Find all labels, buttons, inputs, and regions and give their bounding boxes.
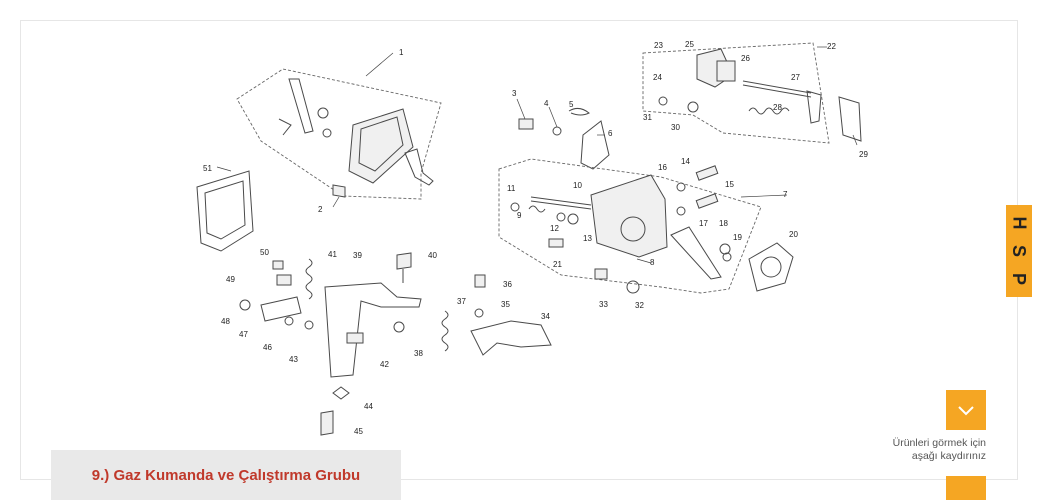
lever-47: [260, 296, 302, 322]
link-34: [470, 320, 552, 356]
parts-diagram: 1 2 3 4 5 6 7 8 9 10 11 12 13 14 15 16 1…: [20, 20, 1018, 480]
plate-6: [580, 120, 610, 170]
callout-6: 6: [608, 129, 613, 138]
callout-20: 20: [789, 230, 798, 239]
callout-2: 2: [318, 205, 323, 214]
callout-1: 1: [399, 48, 404, 57]
callout-27: 27: [791, 73, 800, 82]
section-title: 9.) Gaz Kumanda ve Çalıştırma Grubu: [91, 466, 361, 484]
callout-24: 24: [653, 73, 662, 82]
callout-3: 3: [512, 89, 517, 98]
callout-28: 28: [773, 103, 782, 112]
callout-30: 30: [671, 123, 680, 132]
bracket-39: [324, 282, 422, 378]
callout-8: 8: [650, 258, 655, 267]
callout-41: 41: [328, 250, 337, 259]
gasket-29: [838, 96, 862, 142]
scroll-hint-line-1: Ürünleri görmek için: [892, 437, 986, 449]
callout-7: 7: [783, 190, 788, 199]
brand-letter-h: H: [1009, 216, 1029, 230]
callout-42: 42: [380, 360, 389, 369]
gasket-20: [748, 242, 794, 292]
brand-letter-p: P: [1008, 272, 1029, 286]
callout-17: 17: [699, 219, 708, 228]
gasket-51: [196, 170, 254, 252]
callout-21: 21: [553, 260, 562, 269]
callout-38: 38: [414, 349, 423, 358]
callout-labels: 1 2 3 4 5 6 7 8 9 10 11 12 13 14 15 16 1…: [203, 40, 868, 436]
next-section-button[interactable]: [946, 476, 986, 500]
scroll-hint-line-2: aşağı kaydırınız: [911, 450, 986, 462]
callout-45: 45: [354, 427, 363, 436]
brand-side-tab[interactable]: H S P: [1006, 205, 1032, 297]
callout-29: 29: [859, 150, 868, 159]
callout-43: 43: [289, 355, 298, 364]
callout-39: 39: [353, 251, 362, 260]
callout-47: 47: [239, 330, 248, 339]
spring-28: [748, 107, 790, 115]
exploded-view-drawing: [196, 42, 862, 436]
callout-48: 48: [221, 317, 230, 326]
callout-13: 13: [583, 234, 592, 243]
callout-34: 34: [541, 312, 550, 321]
callout-35: 35: [501, 300, 510, 309]
callout-16: 16: [658, 163, 667, 172]
lever-arm: [288, 78, 314, 134]
group-7-outline: [498, 158, 762, 294]
callout-33: 33: [599, 300, 608, 309]
group-22-outline: [642, 42, 830, 144]
scroll-hint: Ürünleri görmek için aşağı kaydırınız: [860, 437, 986, 463]
shaft-10: [530, 196, 592, 210]
callout-49: 49: [226, 275, 235, 284]
group-1-outline: [236, 68, 442, 200]
callout-44: 44: [364, 402, 373, 411]
callout-50: 50: [260, 248, 269, 257]
callout-5: 5: [569, 100, 574, 109]
callout-40: 40: [428, 251, 437, 260]
housing-8: [590, 174, 668, 258]
lever-17: [670, 226, 722, 280]
callout-23: 23: [654, 41, 663, 50]
callout-22: 22: [827, 42, 836, 51]
callout-31: 31: [643, 113, 652, 122]
callout-10: 10: [573, 181, 582, 190]
spring-41: [305, 258, 313, 300]
callout-11: 11: [507, 184, 516, 193]
callout-36: 36: [503, 280, 512, 289]
callout-18: 18: [719, 219, 728, 228]
spring-37: [441, 310, 449, 352]
callout-12: 12: [550, 224, 559, 233]
callout-32: 32: [635, 301, 644, 310]
callout-26: 26: [741, 54, 750, 63]
chevron-down-icon: [958, 406, 974, 416]
section-caption: 9.) Gaz Kumanda ve Çalıştırma Grubu: [51, 450, 401, 500]
callout-46: 46: [263, 343, 272, 352]
callout-37: 37: [457, 297, 466, 306]
scroll-down-button[interactable]: [946, 390, 986, 430]
callout-25: 25: [685, 40, 694, 49]
callout-15: 15: [725, 180, 734, 189]
callout-9: 9: [517, 211, 522, 220]
callout-4: 4: [544, 99, 549, 108]
brand-letter-s: S: [1008, 244, 1029, 258]
callout-19: 19: [733, 233, 742, 242]
callout-51: 51: [203, 164, 212, 173]
shaft-27: [742, 80, 812, 98]
callout-14: 14: [681, 157, 690, 166]
